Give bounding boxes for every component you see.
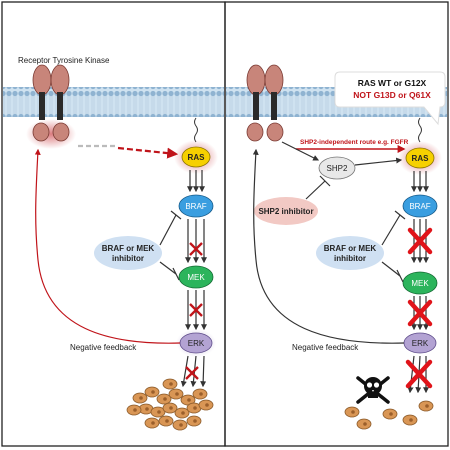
inhibitor-label-2: inhibitor <box>112 254 144 263</box>
mek-label: MEK <box>187 273 205 282</box>
mek-to-erk-arrows <box>185 290 207 331</box>
mek-label: MEK <box>411 279 429 288</box>
block-cross-icon <box>405 359 433 389</box>
genotype-callout <box>334 71 446 126</box>
inhibitor-label-2: inhibitor <box>334 254 366 263</box>
shp2-node <box>318 156 356 180</box>
erk-label: ERK <box>412 339 429 348</box>
ras-node <box>405 147 435 169</box>
ras-node <box>181 146 211 168</box>
left-panel: Receptor Tyrosine Kinase RAS BRAF <box>3 56 224 431</box>
panel-title: Receptor Tyrosine Kinase <box>18 56 110 65</box>
braf-node <box>178 194 214 218</box>
shp2-inhibitor <box>254 197 318 225</box>
mek-node <box>402 271 438 295</box>
shp2-label: SHP2 <box>327 164 348 173</box>
erk-to-cells-arrows <box>405 355 433 394</box>
genotype-line-1: RAS WT or G12X <box>358 78 427 88</box>
ras-tether <box>194 117 198 143</box>
ras-label: RAS <box>412 154 430 163</box>
shp2-inhibition-line <box>305 175 331 200</box>
ras-to-braf-arrows <box>411 171 429 193</box>
mek-node <box>178 265 214 289</box>
route-label: SHP2-independent route e.g. FGFR <box>300 139 409 146</box>
receptor-tyrosine-kinase <box>26 64 76 149</box>
block-cross-icon <box>189 242 203 256</box>
feedback-label: Negative feedback <box>292 343 359 352</box>
block-cross-icon <box>407 299 433 327</box>
braf-mek-inhibitor <box>94 236 162 270</box>
rtk-to-shp2-arrow <box>281 141 320 161</box>
skull-crossbones-icon <box>356 376 390 404</box>
receptor-tyrosine-kinase <box>246 64 284 142</box>
ras-label: RAS <box>188 153 206 162</box>
ras-tether <box>418 117 422 143</box>
inhibitor-label-1: BRAF or MEK <box>324 244 377 253</box>
erk-label: ERK <box>188 339 205 348</box>
negative-feedback-arrow <box>34 148 181 344</box>
negative-feedback-arrow <box>252 148 405 344</box>
feedback-label: Negative feedback <box>70 343 137 352</box>
block-cross-icon <box>185 366 199 380</box>
block-cross-icon <box>189 303 203 317</box>
activation-arrow-red <box>117 146 179 159</box>
braf-label: BRAF <box>185 202 206 211</box>
dying-cells <box>344 400 434 430</box>
inhibitor-label-1: BRAF or MEK <box>102 244 155 253</box>
mek-to-erk-arrows <box>407 296 433 331</box>
erk-to-cells-arrows <box>180 355 207 388</box>
braf-to-mek-arrows <box>185 219 207 264</box>
panel-border-right <box>224 1 449 447</box>
ras-to-braf-arrows <box>187 170 205 193</box>
genotype-line-2: NOT G13D or Q61X <box>353 90 431 100</box>
braf-to-mek-arrows <box>407 219 433 264</box>
shp2-inhibitor-label: SHP2 inhibitor <box>258 207 313 216</box>
braf-node <box>402 194 438 218</box>
right-panel: RAS WT or G12X NOT G13D or Q61X SHP2-ind… <box>226 64 447 430</box>
inhibition-lines <box>159 210 182 281</box>
inhibition-lines <box>381 210 406 283</box>
braf-label: BRAF <box>409 202 430 211</box>
shp2-to-ras-arrow <box>354 157 403 166</box>
block-cross-icon <box>407 227 433 255</box>
braf-mek-inhibitor <box>316 236 384 270</box>
proliferating-cells <box>126 378 214 431</box>
